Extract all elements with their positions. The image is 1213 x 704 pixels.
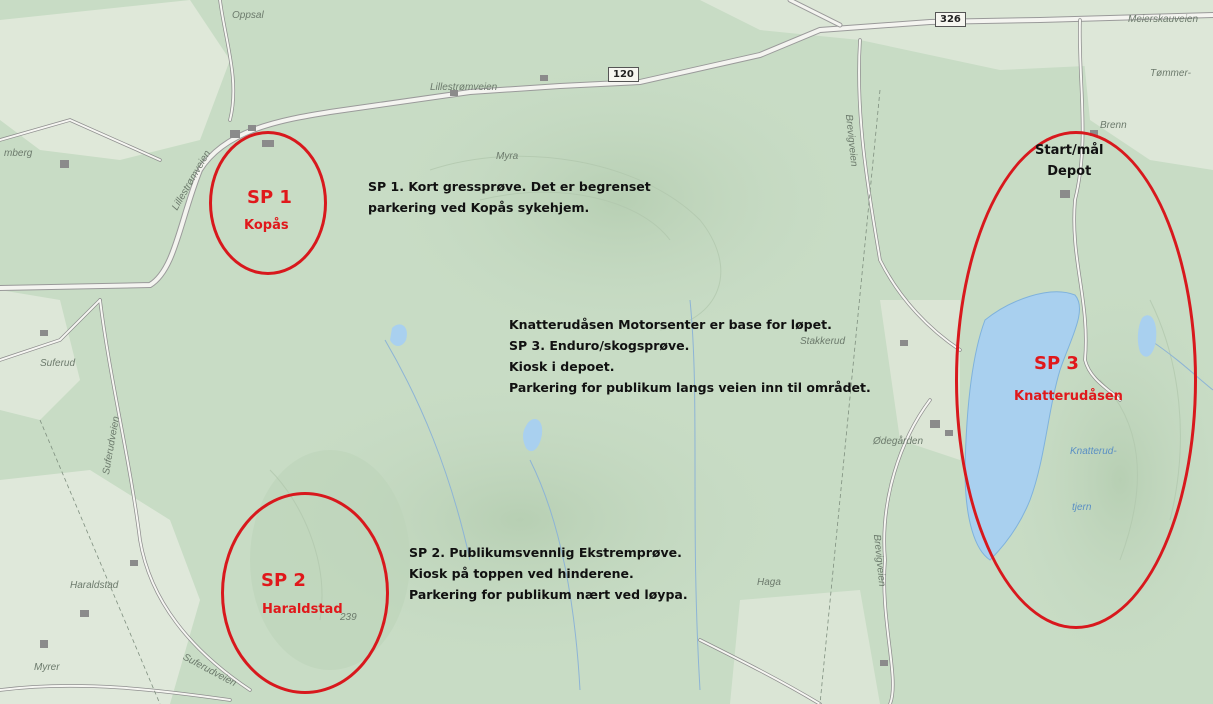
note-line: parkering ved Kopås sykehjem. <box>368 200 590 215</box>
place-label: Suferud <box>40 358 76 369</box>
sp1-circle[interactable] <box>209 131 327 275</box>
place-label: Brenn <box>1100 120 1127 131</box>
place-label: Myra <box>496 151 519 162</box>
sp2-title: SP 2 <box>261 570 306 591</box>
sp1-note: SP 1. Kort gressprøve. Det er begrenset … <box>368 176 651 218</box>
sp3-circle[interactable] <box>955 131 1197 629</box>
start-finish-line1: Start/mål <box>1035 143 1104 158</box>
sp2-name: Haraldstad <box>262 602 343 617</box>
sp3-name: Knatterudåsen <box>1014 389 1123 404</box>
place-label: Ødegården <box>873 436 924 447</box>
place-label: Tømmer- <box>1150 68 1191 79</box>
note-line: Knatterudåsen Motorsenter er base for lø… <box>509 317 832 332</box>
place-label: Myrer <box>34 662 60 673</box>
place-label: Oppsal <box>232 10 264 21</box>
start-finish-line2: Depot <box>1047 164 1092 179</box>
note-line: SP 3. Enduro/skogsprøve. <box>509 338 690 353</box>
place-label: Meierskauveien <box>1128 14 1199 25</box>
road-shield-120: 120 <box>608 67 639 82</box>
place-label: Haga <box>757 577 781 588</box>
note-line: Kiosk i depoet. <box>509 359 615 374</box>
sp1-name: Kopås <box>244 218 289 233</box>
place-label: Stakkerud <box>800 336 846 347</box>
sp3-title: SP 3 <box>1034 353 1079 374</box>
base-note: Knatterudåsen Motorsenter er base for lø… <box>509 314 871 398</box>
note-line: Parkering for publikum langs veien inn t… <box>509 380 871 395</box>
place-label: mberg <box>4 148 33 159</box>
note-line: Parkering for publikum nært ved løypa. <box>409 587 688 602</box>
road-shield-326: 326 <box>935 12 966 27</box>
note-line: SP 2. Publikumsvennlig Ekstremprøve. <box>409 545 682 560</box>
sp2-note: SP 2. Publikumsvennlig Ekstremprøve. Kio… <box>409 542 688 605</box>
place-label: Lillestrømveien <box>430 82 498 93</box>
place-label: Haraldstad <box>70 580 119 591</box>
start-finish-label: Start/mål Depot <box>1035 140 1104 182</box>
note-line: SP 1. Kort gressprøve. Det er begrenset <box>368 179 651 194</box>
note-line: Kiosk på toppen ved hinderene. <box>409 566 634 581</box>
sp2-circle[interactable] <box>221 492 389 694</box>
sp1-title: SP 1 <box>247 187 292 208</box>
